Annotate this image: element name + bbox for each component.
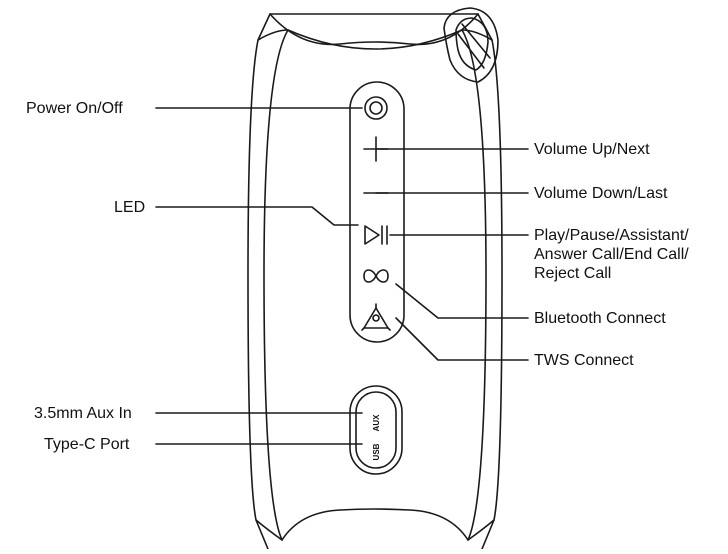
label-led: LED [114,199,146,216]
label-typec: Type-C Port [44,436,130,453]
play-pause-icon[interactable] [364,225,388,245]
tws-triangle-icon[interactable] [361,303,391,331]
usb-port-label: USB [372,443,381,460]
speaker-body [247,13,503,550]
label-aux: 3.5mm Aux In [34,405,132,422]
aux-port-label: AUX [372,414,381,432]
label-bluetooth: Bluetooth Connect [534,310,666,327]
label-volume-up: Volume Up/Next [534,141,650,158]
bluetooth-infinity-icon[interactable] [363,269,389,283]
label-play-line1: Play/Pause/Assistant/ [534,227,689,244]
button-panel [349,81,405,343]
leader-lines-right [375,148,529,361]
label-play-line3: Reject Call [534,265,612,282]
leader-lines-left [155,107,363,445]
strap-loop [443,7,499,83]
label-volume-down: Volume Down/Last [534,185,668,202]
label-tws: TWS Connect [534,352,634,369]
power-icon[interactable] [364,96,388,120]
label-play-line2: Answer Call/End Call/ [534,246,689,263]
port-cover [349,385,403,475]
label-power: Power On/Off [26,100,123,117]
